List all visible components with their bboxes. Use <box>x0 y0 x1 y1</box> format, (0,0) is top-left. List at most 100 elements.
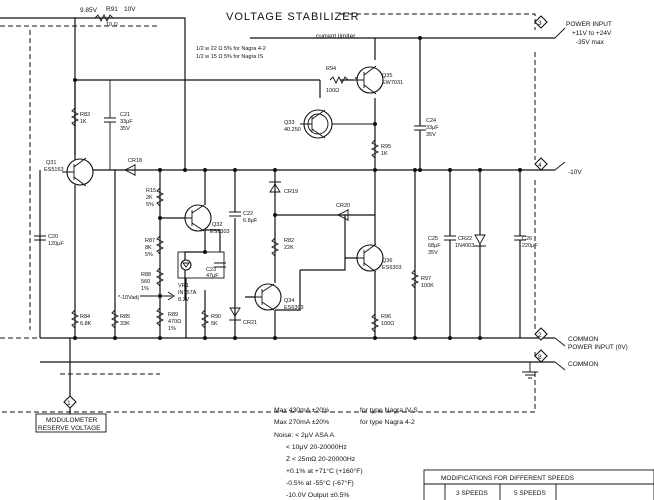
cr18-label: CR18 <box>128 158 142 164</box>
cr18-diode <box>123 164 136 176</box>
spec-line-note: for type Nagra IV-S <box>360 407 418 414</box>
port-2 <box>534 327 548 341</box>
c23-label: C23 <box>206 267 216 273</box>
r97-value: 100K <box>421 283 434 289</box>
c21-value: 33μF <box>120 119 133 125</box>
port-3 <box>534 15 548 29</box>
vr1-label: VR1 <box>178 283 189 289</box>
q36-type: ES6303 <box>382 265 402 271</box>
cr20-label: CR20 <box>336 203 350 209</box>
diagram-title: VOLTAGE STABILIZER <box>226 11 360 23</box>
c26-capacitor <box>514 235 526 241</box>
q34-label: Q34 <box>284 298 294 304</box>
r95-resistor <box>370 139 380 159</box>
r85-label: R85 <box>120 314 130 320</box>
c24-capacitor <box>414 125 426 131</box>
v985-label: 9.85V <box>80 7 98 14</box>
r82-value: 22K <box>284 245 294 251</box>
r82-resistor <box>270 237 280 257</box>
r84-label: R84 <box>80 314 90 320</box>
r95-label: R95 <box>381 144 391 150</box>
c25-capacitor <box>444 235 456 241</box>
spec-line: < 10μV 20-20000Hz <box>286 444 347 451</box>
r84-value: 6.8K <box>80 321 92 327</box>
q31-type: ES5163 <box>44 167 64 173</box>
r87-label: R87 <box>145 238 155 244</box>
vr1-volt: 8.2V <box>178 297 190 303</box>
common-power-label: COMMON <box>568 336 599 343</box>
r90-value: 5K <box>211 321 218 327</box>
c22-capacitor <box>229 211 241 217</box>
adj-arrow <box>140 291 175 301</box>
r97-resistor <box>410 269 420 289</box>
vr1-box <box>177 251 225 279</box>
cr22-type: 1N4003 <box>455 243 474 249</box>
ground-symbol <box>522 362 538 379</box>
common-label: COMMON <box>568 361 599 368</box>
q32-label: Q32 <box>212 222 222 228</box>
current-limiter-label: current limiter <box>316 33 356 40</box>
r87-resistor <box>155 235 165 255</box>
spec-line: Max 270mA ±20% <box>274 419 329 426</box>
c26-value: 220μF <box>522 243 538 249</box>
r82-label: R82 <box>284 238 294 244</box>
port-8-num: 8 <box>538 354 542 361</box>
r89-tol: 1% <box>168 326 176 332</box>
r88-resistor <box>155 267 165 287</box>
cr19-diode <box>269 181 281 193</box>
power-input-label: POWER INPUT <box>566 21 612 28</box>
r84-resistor <box>70 309 80 329</box>
r88-tol: 1% <box>141 286 149 292</box>
port-8 <box>534 349 548 363</box>
left-border <box>0 25 160 375</box>
power-input-range: +11V to +24V <box>572 30 612 37</box>
spec-line: -0.5% at -55°C (-67°F) <box>286 479 354 487</box>
r90-resistor <box>200 309 210 329</box>
r88-label: R88 <box>141 272 151 278</box>
c26-label: C26 <box>522 236 532 242</box>
adj-label: *-10Vadj <box>118 295 139 301</box>
r88-value: 560 <box>141 279 150 285</box>
r91-resistor <box>94 13 114 23</box>
q32-type: ES6303 <box>210 229 230 235</box>
r90-label: R90 <box>211 314 221 320</box>
r96-value: 100Ω <box>381 321 394 327</box>
v10-label: 10V <box>124 6 136 13</box>
spec-line: -10.0V Output ±0.5% <box>286 492 349 499</box>
cr22-label: CR22 <box>458 236 472 242</box>
spec-line: Z < 25mΩ 20-20000Hz <box>286 456 356 463</box>
q34-type: ES6303 <box>284 305 304 311</box>
q33-label: Q33 <box>284 120 294 126</box>
c22-label: C22 <box>243 211 253 217</box>
limiter-note-2: 1/2 w 15 Ω 5% for Nagra IS <box>196 54 263 60</box>
c25-value: 68μF <box>428 243 441 249</box>
c23-capacitor <box>214 262 226 268</box>
r96-label: R96 <box>381 314 391 320</box>
r89-label: R89 <box>168 312 178 318</box>
spec-line-note: for type Nagra 4-2 <box>360 419 415 426</box>
cr20-diode <box>336 209 349 221</box>
c25-label: C25 <box>428 236 438 242</box>
q36-label: Q36 <box>382 258 392 264</box>
cr19-label: CR19 <box>284 189 298 195</box>
r95-value: 1K <box>381 151 388 157</box>
r15-resistor <box>155 187 165 207</box>
spec-line: +0.1% at +71°C (+160°F) <box>286 467 363 475</box>
common-power-sub: POWER INPUT (0V) <box>568 344 628 351</box>
mods-col-5: 5 SPEEDS <box>514 490 546 497</box>
r97-label: R97 <box>421 276 431 282</box>
specs-block: Max 430mA ±20% for type Nagra IV-S Max 2… <box>274 407 418 499</box>
modulometer-label: MODULOMETER <box>46 417 98 424</box>
r85-value: 33K <box>120 321 130 327</box>
limiter-note-1: 1/2 w 22 Ω 5% for Nagra 4-2 <box>196 46 266 52</box>
port-diamonds <box>63 15 548 409</box>
r15-label: R15 <box>146 188 156 194</box>
vr1-type: IN757A <box>178 290 197 296</box>
minus10v-label: -10V <box>568 169 582 176</box>
port-1-num: 1 <box>67 400 71 407</box>
q35-label: Q35 <box>382 73 392 79</box>
c20-capacitor <box>34 235 46 241</box>
r91-value: 10 Ω <box>106 22 118 28</box>
